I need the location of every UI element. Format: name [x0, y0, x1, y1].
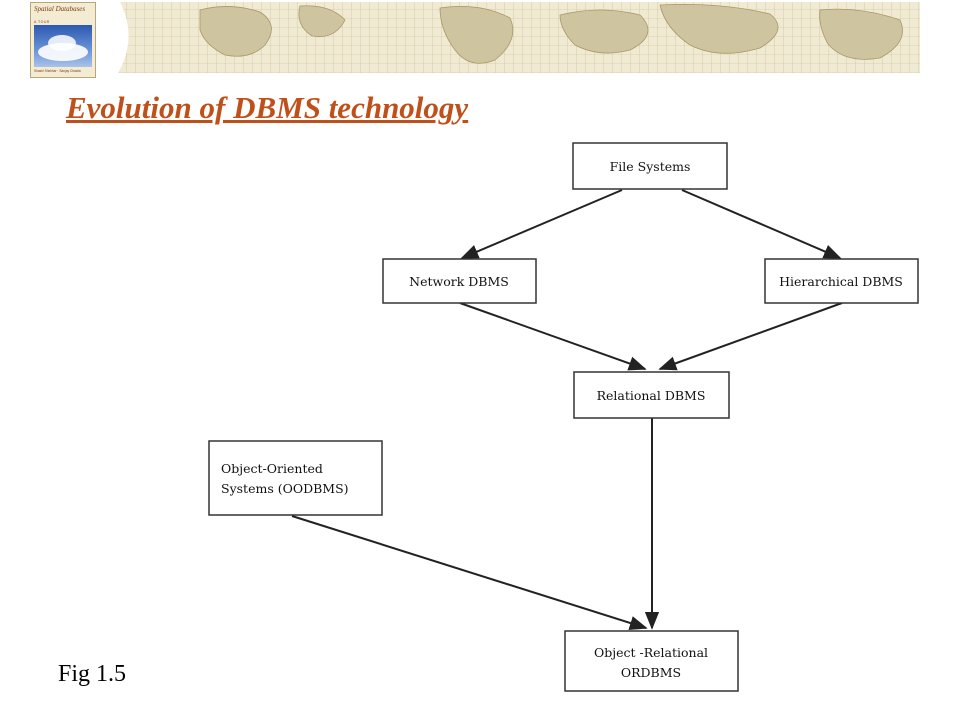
node-label-file-systems: File Systems [610, 159, 691, 174]
header-banner: Spatial Databases A TOUR Shashi Shekhar … [0, 0, 920, 78]
node-label-ordbms-line2: ORDBMS [621, 665, 681, 680]
edge-oodbms-to-ordbms [291, 515, 648, 630]
node-label-hierarchical-dbms: Hierarchical DBMS [779, 274, 903, 289]
node-hierarchical-dbms: Hierarchical DBMS [764, 258, 919, 304]
edge-file-systems-to-network [460, 189, 623, 259]
book-cover-authors: Shashi Shekhar · Sanjay Chawla [34, 69, 81, 73]
map-land-1 [199, 6, 272, 57]
edge-hierarchical-to-relational [658, 302, 843, 371]
node-relational-dbms: Relational DBMS [573, 371, 730, 419]
edge-file-systems-to-hierarchical [681, 189, 842, 259]
slide-title: Evolution of DBMS technology [66, 90, 469, 125]
book-cover-title: Spatial Databases [34, 5, 86, 13]
edge-network-to-relational [459, 302, 647, 371]
node-oodbms: Object-Oriented Systems (OODBMS) [208, 440, 383, 516]
map-land-5 [659, 4, 779, 54]
cloud-shape [48, 35, 76, 51]
node-label-oodbms-line2: Systems (OODBMS) [221, 481, 349, 496]
banner-swoosh [100, 2, 129, 73]
figure-caption: Fig 1.5 [58, 661, 127, 687]
map-land-4 [559, 9, 649, 54]
node-network-dbms: Network DBMS [382, 258, 537, 304]
node-file-systems: File Systems [572, 142, 728, 190]
map-land-2 [298, 5, 346, 38]
book-cover-subtitle: A TOUR [34, 20, 50, 24]
map-land-3 [439, 6, 514, 64]
map-land-6 [819, 8, 903, 60]
world-map-banner [100, 2, 920, 73]
book-cover-thumbnail: Spatial Databases A TOUR Shashi Shekhar … [30, 2, 96, 78]
node-ordbms: Object -Relational ORDBMS [564, 630, 739, 692]
node-label-network-dbms: Network DBMS [409, 274, 509, 289]
node-label-oodbms-line1: Object-Oriented [221, 461, 323, 476]
node-label-ordbms-line1: Object -Relational [594, 645, 708, 660]
book-cover-sky-image [34, 25, 92, 67]
node-label-relational-dbms: Relational DBMS [597, 388, 706, 403]
